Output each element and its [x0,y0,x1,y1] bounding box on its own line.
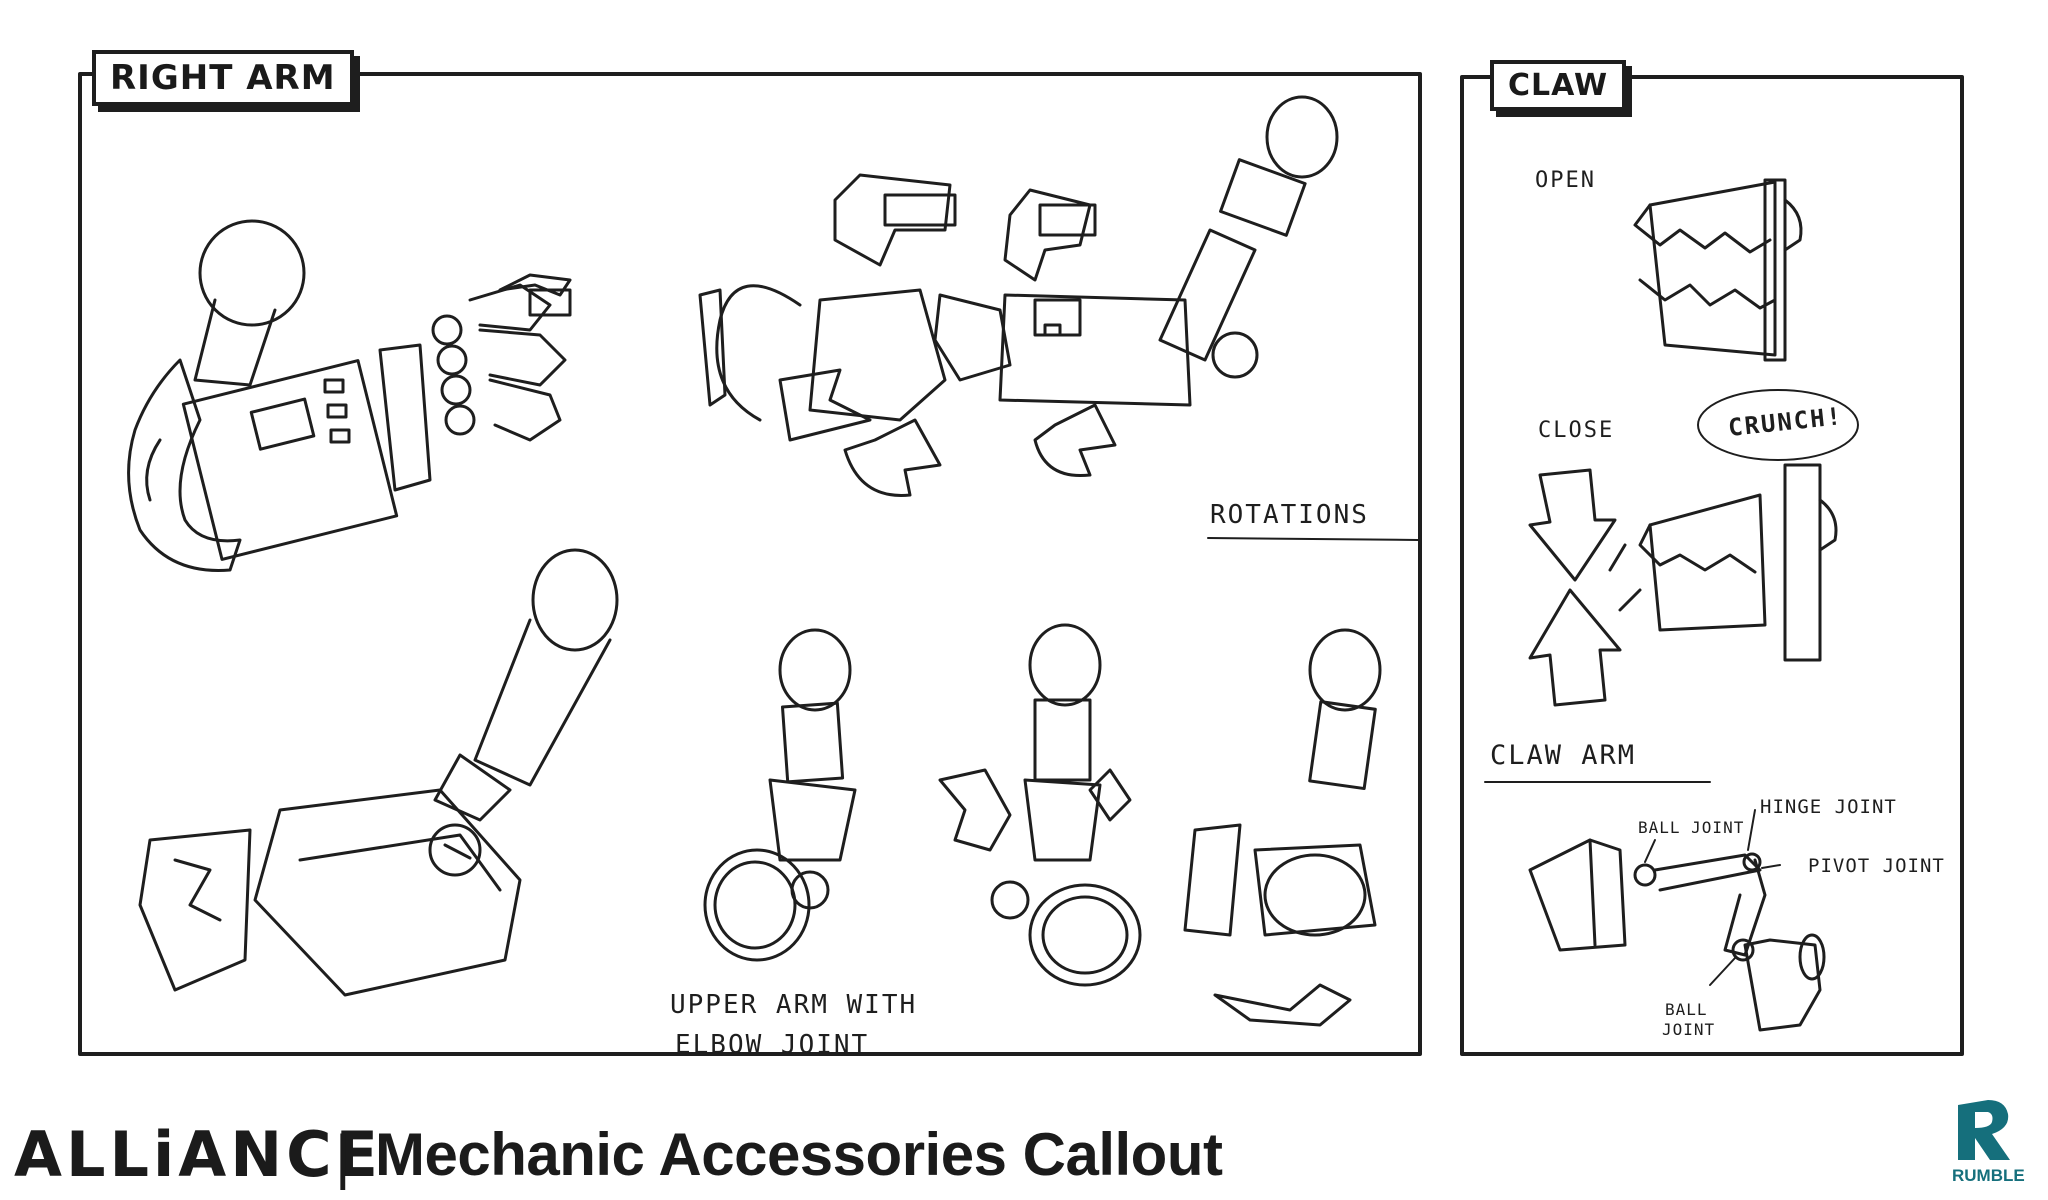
arm-sketch-elbow-bent [138,548,619,997]
arm-sketch-elbow-a [703,628,857,962]
elbow-note-line2: ELBOW JOINT [675,1030,870,1060]
arm-sketch-rotations [698,95,1339,497]
footer-separator: | [335,1123,351,1190]
arm-sketch-elbow-c [1183,628,1382,1027]
claw-panel-frame [1460,75,1964,1056]
sheet-title: Mechanic Accessories Callout [375,1121,1223,1188]
claw-title: CLAW [1490,60,1627,111]
alliance-logo: ALLiANCE [14,1118,382,1191]
elbow-note-line1: UPPER ARM WITH [670,990,918,1020]
pivot-joint-label: PIVOT JOINT [1808,855,1945,877]
ball-joint-bottom-line2: JOINT [1662,1020,1716,1039]
arm-sketch-elbow-b [938,623,1142,987]
arm-sketch-hand [127,219,572,572]
claw-close-label: CLOSE [1538,418,1615,443]
claw-arm-label: CLAW ARM [1490,740,1637,771]
claw-arm-sketch [1484,781,1826,1032]
ball-joint-top-label: BALL JOINT [1638,818,1745,837]
rumble-logo-text: RUMBLE [1952,1166,2025,1185]
rotations-label: ROTATIONS [1210,500,1369,530]
rumble-logo-mark [1958,1100,2010,1160]
claw-open-label: OPEN [1535,168,1596,193]
ball-joint-bottom-line1: BALL [1665,1000,1708,1019]
right-arm-panel-frame [78,72,1422,1056]
hinge-joint-label: HINGE JOINT [1760,796,1897,818]
claw-open-sketch [1633,178,1803,362]
claw-close-sketch [1528,389,1859,707]
right-arm-title: RIGHT ARM [92,50,354,106]
